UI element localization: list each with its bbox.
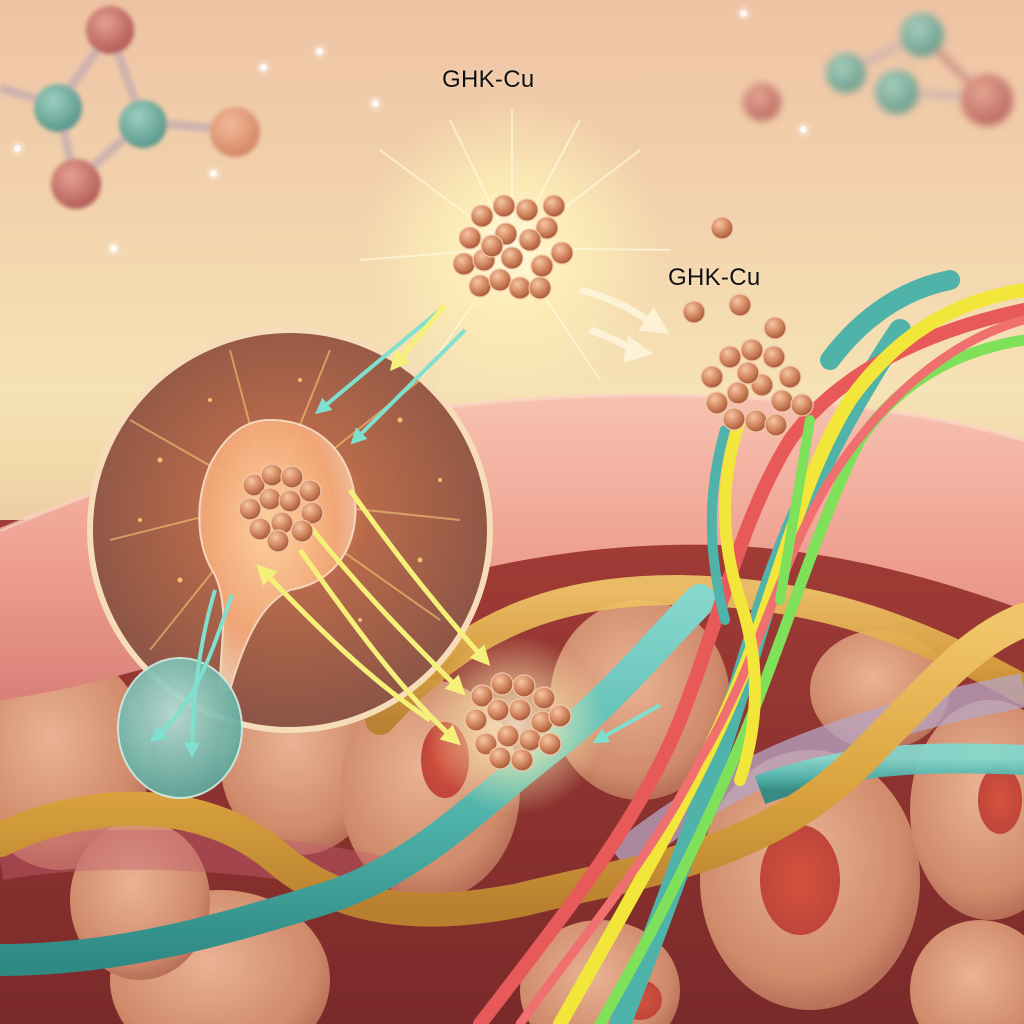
golden-fiber-wave bbox=[0, 603, 1024, 927]
bokeh-sparkle bbox=[316, 48, 323, 55]
teal-fiber bbox=[754, 743, 1024, 805]
teal-arrows bbox=[150, 308, 661, 759]
ghk-cu-label-right: GHK-Cu bbox=[668, 264, 761, 291]
background-molecule-right bbox=[743, 13, 1013, 126]
peptide-cluster-right bbox=[700, 338, 814, 437]
reddish-fiber bbox=[0, 829, 405, 900]
teal-fiber-wave bbox=[0, 584, 716, 976]
teal-vesicle bbox=[117, 657, 243, 799]
peptide-cluster-center-glow bbox=[425, 635, 605, 815]
background-molecule-left bbox=[0, 6, 260, 209]
bokeh-sparkle bbox=[740, 10, 747, 17]
bokeh-sparkle bbox=[372, 100, 379, 107]
yellow-arrows bbox=[256, 303, 491, 746]
collagen-fibers bbox=[473, 270, 1024, 1024]
bokeh-sparkle bbox=[14, 145, 21, 152]
ghk-cu-label-top: GHK-Cu bbox=[442, 66, 535, 93]
bokeh-sparkle bbox=[210, 170, 217, 177]
bokeh-sparkle bbox=[800, 126, 807, 133]
bokeh-sparkle bbox=[260, 64, 267, 71]
white-arrows bbox=[579, 286, 670, 364]
bokeh-sparkle bbox=[110, 245, 117, 252]
